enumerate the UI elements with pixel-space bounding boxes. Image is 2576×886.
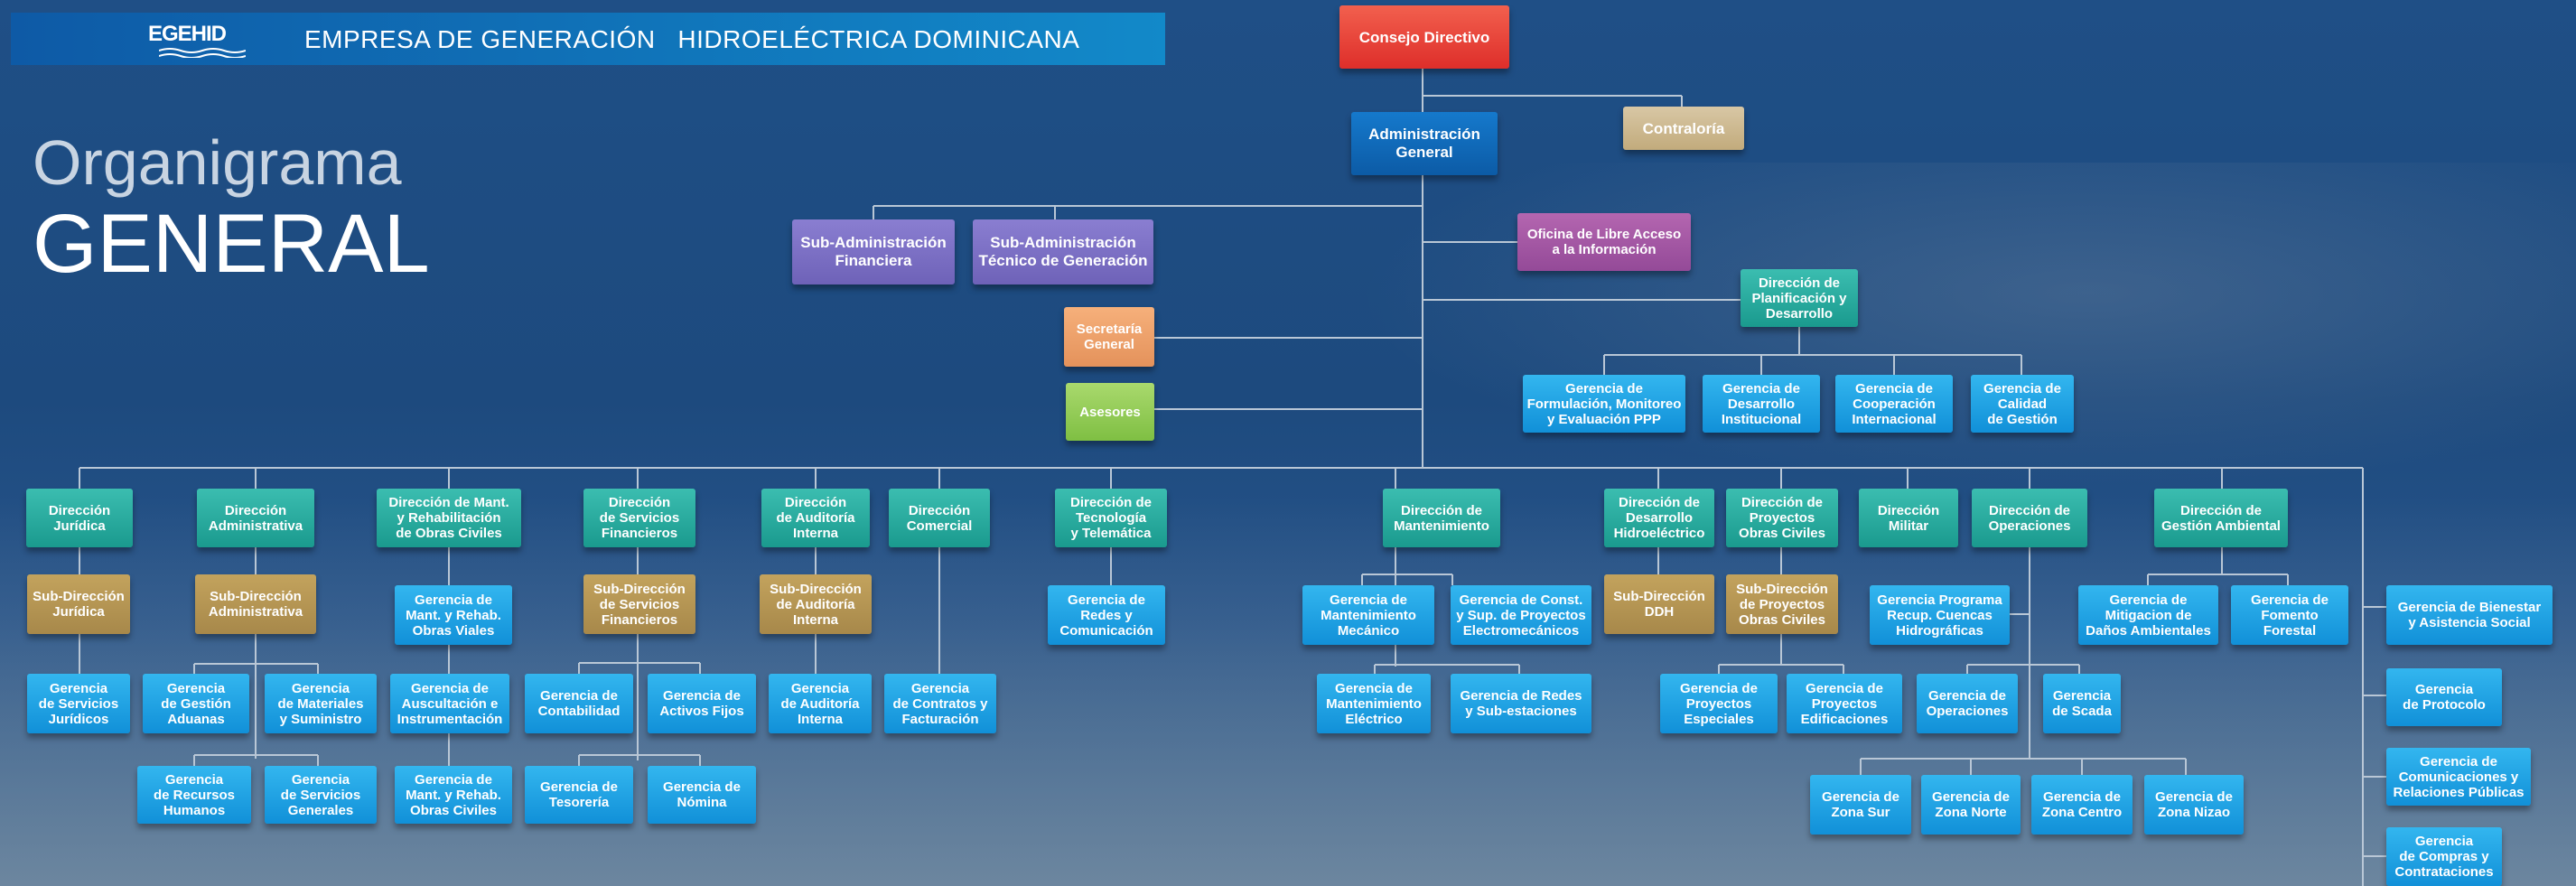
node-g-scada: Gerencia de Scada: [2043, 674, 2121, 733]
node-g-redes-comunicacion: Gerencia de Redes y Comunicación: [1048, 585, 1165, 645]
node-g-auscultacion: Gerencia de Auscultación e Instrumentaci…: [390, 674, 509, 733]
node-g-formulacion: Gerencia de Formulación, Monitoreo y Eva…: [1523, 375, 1685, 433]
node-sd-administrativa: Sub-Dirección Administrativa: [195, 574, 316, 634]
node-d-tecnologia: Dirección de Tecnología y Telemática: [1055, 489, 1167, 547]
node-d-serv-financieros: Dirección de Servicios Financieros: [583, 489, 695, 547]
node-g-mant-viales: Gerencia de Mant. y Rehab. Obras Viales: [395, 585, 512, 645]
node-g-contratos: Gerencia de Contratos y Facturación: [884, 674, 996, 733]
node-d-mantenimiento: Dirección de Mantenimiento: [1383, 489, 1500, 547]
node-g-desarrollo-institucional: Gerencia de Desarrollo Institucional: [1703, 375, 1820, 433]
node-sd-proyectos-civiles: Sub-Dirección de Proyectos Obras Civiles: [1726, 574, 1838, 634]
node-g-const-sup: Gerencia de Const. y Sup. de Proyectos E…: [1451, 585, 1591, 645]
node-g-mant-obras-civiles: Gerencia de Mant. y Rehab. Obras Civiles: [395, 766, 512, 824]
node-d-mant-rehab: Dirección de Mant. y Rehabilitación de O…: [377, 489, 521, 547]
node-sd-juridica: Sub-Dirección Jurídica: [27, 574, 130, 634]
node-secretaria-general: Secretaría General: [1064, 307, 1154, 367]
node-g-proyectos-edificaciones: Gerencia de Proyectos Edificaciones: [1787, 674, 1902, 733]
node-g-gestion-aduanas: Gerencia de Gestión Aduanas: [143, 674, 249, 733]
node-direccion-planificacion: Dirección de Planificación y Desarrollo: [1741, 269, 1858, 327]
node-g-redes-subestaciones: Gerencia de Redes y Sub-estaciones: [1451, 674, 1591, 733]
node-g-compras: Gerencia de Compras y Contrataciones: [2386, 827, 2502, 886]
node-g-zona-nizao: Gerencia de Zona Nizao: [2144, 775, 2244, 835]
egehid-logo: EGEHID: [148, 22, 257, 58]
node-g-nomina: Gerencia de Nómina: [648, 766, 756, 824]
node-g-recursos-humanos: Gerencia de Recursos Humanos: [137, 766, 251, 824]
node-g-proyectos-especiales: Gerencia de Proyectos Especiales: [1660, 674, 1778, 733]
node-sub-admin-financiera: Sub-Administración Financiera: [792, 219, 955, 284]
node-g-zona-sur: Gerencia de Zona Sur: [1810, 775, 1911, 835]
node-g-zona-centro: Gerencia de Zona Centro: [2031, 775, 2133, 835]
node-g-operaciones: Gerencia de Operaciones: [1917, 674, 2018, 733]
node-d-operaciones: Dirección de Operaciones: [1972, 489, 2087, 547]
node-d-proyectos-civiles: Dirección de Proyectos Obras Civiles: [1726, 489, 1838, 547]
logo-text: EGEHID: [148, 22, 227, 46]
node-asesores: Asesores: [1066, 383, 1154, 441]
node-g-comunicaciones: Gerencia de Comunicaciones y Relaciones …: [2386, 748, 2531, 806]
company-name: EMPRESA DE GENERACIÓN HIDROELÉCTRICA DOM…: [304, 25, 1080, 53]
node-sd-ddh: Sub-Dirección DDH: [1604, 574, 1714, 634]
node-g-calidad: Gerencia de Calidad de Gestión: [1971, 375, 2074, 433]
node-d-auditoria: Dirección de Auditoría Interna: [761, 489, 870, 547]
node-g-fomento: Gerencia de Fomento Forestal: [2231, 585, 2348, 645]
header-bar: EGEHID EMPRESA DE GENERACIÓN HIDROELÉCTR…: [11, 13, 1165, 65]
node-d-juridica: Dirección Jurídica: [26, 489, 133, 547]
node-g-mitigacion: Gerencia de Mitigacion de Daños Ambienta…: [2078, 585, 2218, 645]
node-g-auditoria-interna: Gerencia de Auditoría Interna: [769, 674, 872, 733]
node-sd-serv-financieros: Sub-Dirección de Servicios Financieros: [583, 574, 695, 634]
node-g-tesoreria: Gerencia de Tesorería: [525, 766, 633, 824]
node-g-materiales: Gerencia de Materiales y Suministro: [265, 674, 377, 733]
node-g-contabilidad: Gerencia de Contabilidad: [525, 674, 633, 733]
node-d-administrativa: Dirección Administrativa: [197, 489, 314, 547]
node-g-bienestar: Gerencia de Bienestar y Asistencia Socia…: [2386, 585, 2553, 645]
node-oficina-libre-acceso: Oficina de Libre Acceso a la Información: [1517, 213, 1691, 271]
node-g-servicios-juridicos: Gerencia de Servicios Jurídicos: [27, 674, 130, 733]
node-contraloria: Contraloría: [1623, 107, 1744, 150]
node-g-mant-mecanico: Gerencia de Mantenimiento Mecánico: [1302, 585, 1434, 645]
node-g-zona-norte: Gerencia de Zona Norte: [1921, 775, 2021, 835]
node-consejo-directivo: Consejo Directivo: [1339, 5, 1509, 69]
node-g-protocolo: Gerencia de Protocolo: [2386, 668, 2502, 726]
page-title-line2: GENERAL: [33, 198, 430, 290]
node-g-cuencas: Gerencia Programa Recup. Cuencas Hidrogr…: [1870, 585, 2010, 645]
node-g-activos-fijos: Gerencia de Activos Fijos: [648, 674, 756, 733]
node-g-mant-electrico: Gerencia de Mantenimiento Eléctrico: [1317, 674, 1431, 733]
node-d-hidroelectrico: Dirección de Desarrollo Hidroeléctrico: [1604, 489, 1714, 547]
node-g-servicios-generales: Gerencia de Servicios Generales: [265, 766, 377, 824]
node-g-cooperacion: Gerencia de Cooperación Internacional: [1835, 375, 1953, 433]
node-d-gestion-ambiental: Dirección de Gestión Ambiental: [2154, 489, 2288, 547]
node-d-militar: Dirección Militar: [1859, 489, 1958, 547]
logo-waves-icon: [159, 48, 246, 58]
node-sd-auditoria: Sub-Dirección de Auditoría Interna: [760, 574, 872, 634]
page-title-line1: Organigrama: [33, 127, 402, 198]
node-d-comercial: Dirección Comercial: [889, 489, 990, 547]
node-sub-admin-tecnico: Sub-Administración Técnico de Generación: [973, 219, 1153, 284]
node-administracion-general: Administración General: [1351, 112, 1498, 175]
